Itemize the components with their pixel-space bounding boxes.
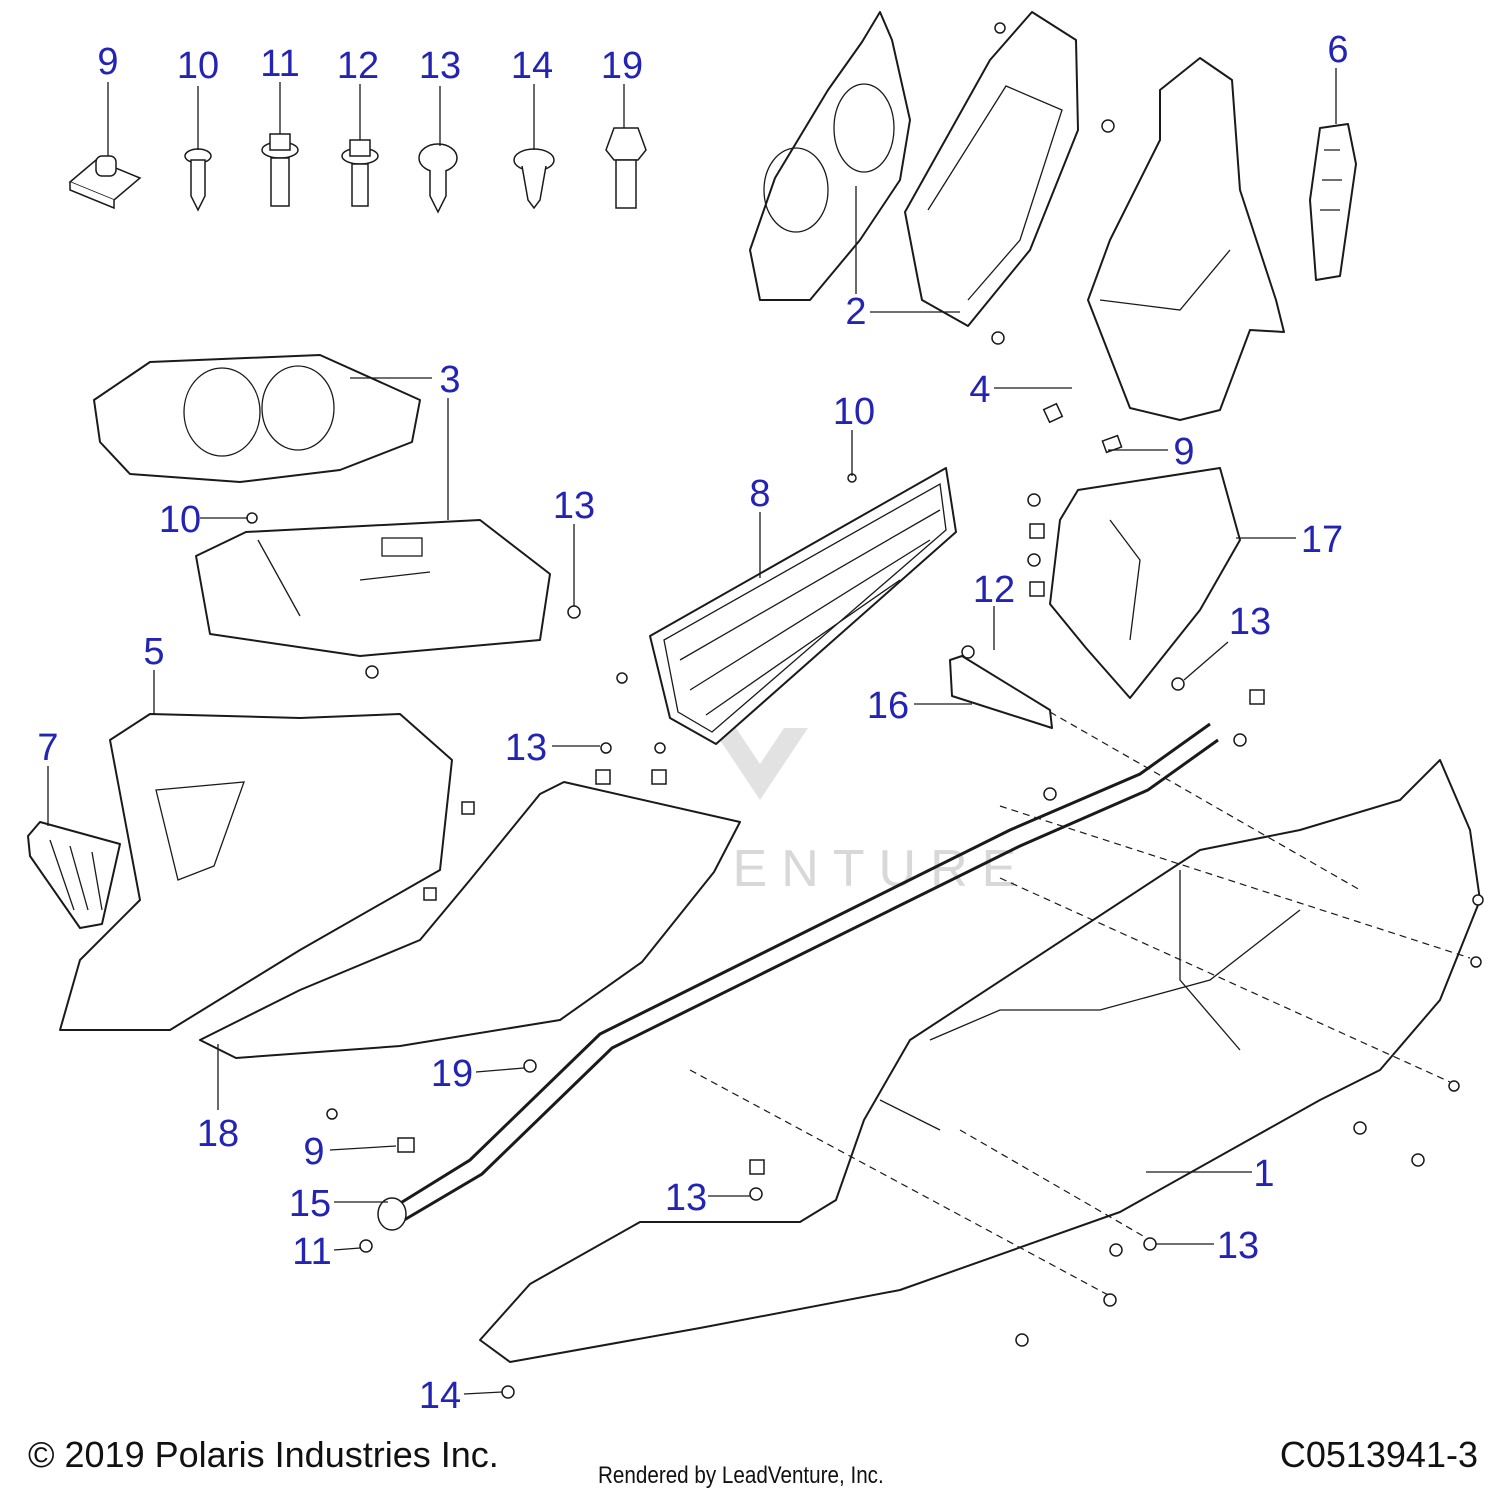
push-rivet-14[interactable] — [513, 148, 555, 210]
callout-9: 9 — [1173, 431, 1194, 473]
front-bumper-1[interactable] — [479, 759, 1481, 1363]
vent-6[interactable] — [1309, 123, 1357, 281]
callout-11: 11 — [260, 43, 299, 85]
fender-17[interactable] — [1049, 467, 1241, 699]
callout-11: 11 — [292, 1231, 331, 1273]
dash-housing-3[interactable] — [93, 354, 421, 483]
leader-lines — [47, 68, 1337, 1395]
screw-10[interactable] — [184, 148, 212, 212]
callout-14: 14 — [511, 45, 553, 87]
floor-panel-18[interactable] — [199, 781, 741, 1059]
tube-frame-15[interactable] — [377, 722, 1219, 1231]
loose-hardware — [246, 22, 1484, 1399]
callout-9: 9 — [97, 41, 118, 83]
callout-5: 5 — [143, 631, 164, 673]
rendered-by-credit: Rendered by LeadVenture, Inc. — [598, 1462, 884, 1489]
callout-10: 10 — [833, 391, 875, 433]
diagram-number: C0513941-3 — [1279, 1434, 1478, 1475]
callout-labels: 9 10 11 12 13 14 19 6 2 3 4 10 9 10 8 13… — [37, 29, 1348, 1417]
callout-19: 19 — [601, 45, 643, 87]
alignment-lines — [689, 711, 1471, 1297]
callout-13: 13 — [553, 485, 595, 527]
callout-7: 7 — [37, 727, 58, 769]
grille-8[interactable] — [649, 467, 957, 745]
hardware-legend — [68, 127, 647, 214]
callout-12: 12 — [337, 45, 379, 87]
callout-18: 18 — [197, 1113, 239, 1155]
vent-7[interactable] — [27, 821, 121, 929]
callout-14: 14 — [419, 1375, 461, 1417]
side-panel-4[interactable] — [1087, 57, 1285, 421]
callout-13: 13 — [419, 45, 461, 87]
callout-6: 6 — [1327, 29, 1348, 71]
callout-16: 16 — [867, 685, 909, 727]
side-panel-5[interactable] — [59, 713, 453, 1031]
dash-panel-left-2[interactable] — [749, 11, 911, 301]
dash-lower-3[interactable] — [195, 519, 551, 657]
callout-15: 15 — [289, 1183, 331, 1225]
copyright-notice: © 2019 Polaris Industries Inc. — [28, 1434, 499, 1475]
callout-3: 3 — [439, 359, 460, 401]
callout-1: 1 — [1253, 1153, 1274, 1195]
callout-4: 4 — [969, 369, 990, 411]
callout-8: 8 — [749, 473, 770, 515]
speed-nut-9[interactable] — [68, 155, 142, 210]
screw-13[interactable] — [418, 143, 458, 214]
callout-13: 13 — [1217, 1225, 1259, 1267]
callout-19: 19 — [431, 1053, 473, 1095]
callout-9: 9 — [303, 1131, 324, 1173]
bolt-11[interactable] — [261, 133, 299, 207]
dash-panel-right-2[interactable] — [904, 11, 1079, 327]
bolt-12[interactable] — [341, 139, 379, 207]
callout-12: 12 — [973, 569, 1015, 611]
callout-13: 13 — [505, 727, 547, 769]
callout-17: 17 — [1301, 519, 1343, 561]
callout-13: 13 — [665, 1177, 707, 1219]
callout-13: 13 — [1229, 601, 1271, 643]
callout-2: 2 — [845, 291, 866, 333]
bracket-16[interactable] — [949, 655, 1053, 729]
callout-10: 10 — [177, 45, 219, 87]
bolt-19[interactable] — [605, 127, 647, 209]
callout-10: 10 — [159, 499, 201, 541]
